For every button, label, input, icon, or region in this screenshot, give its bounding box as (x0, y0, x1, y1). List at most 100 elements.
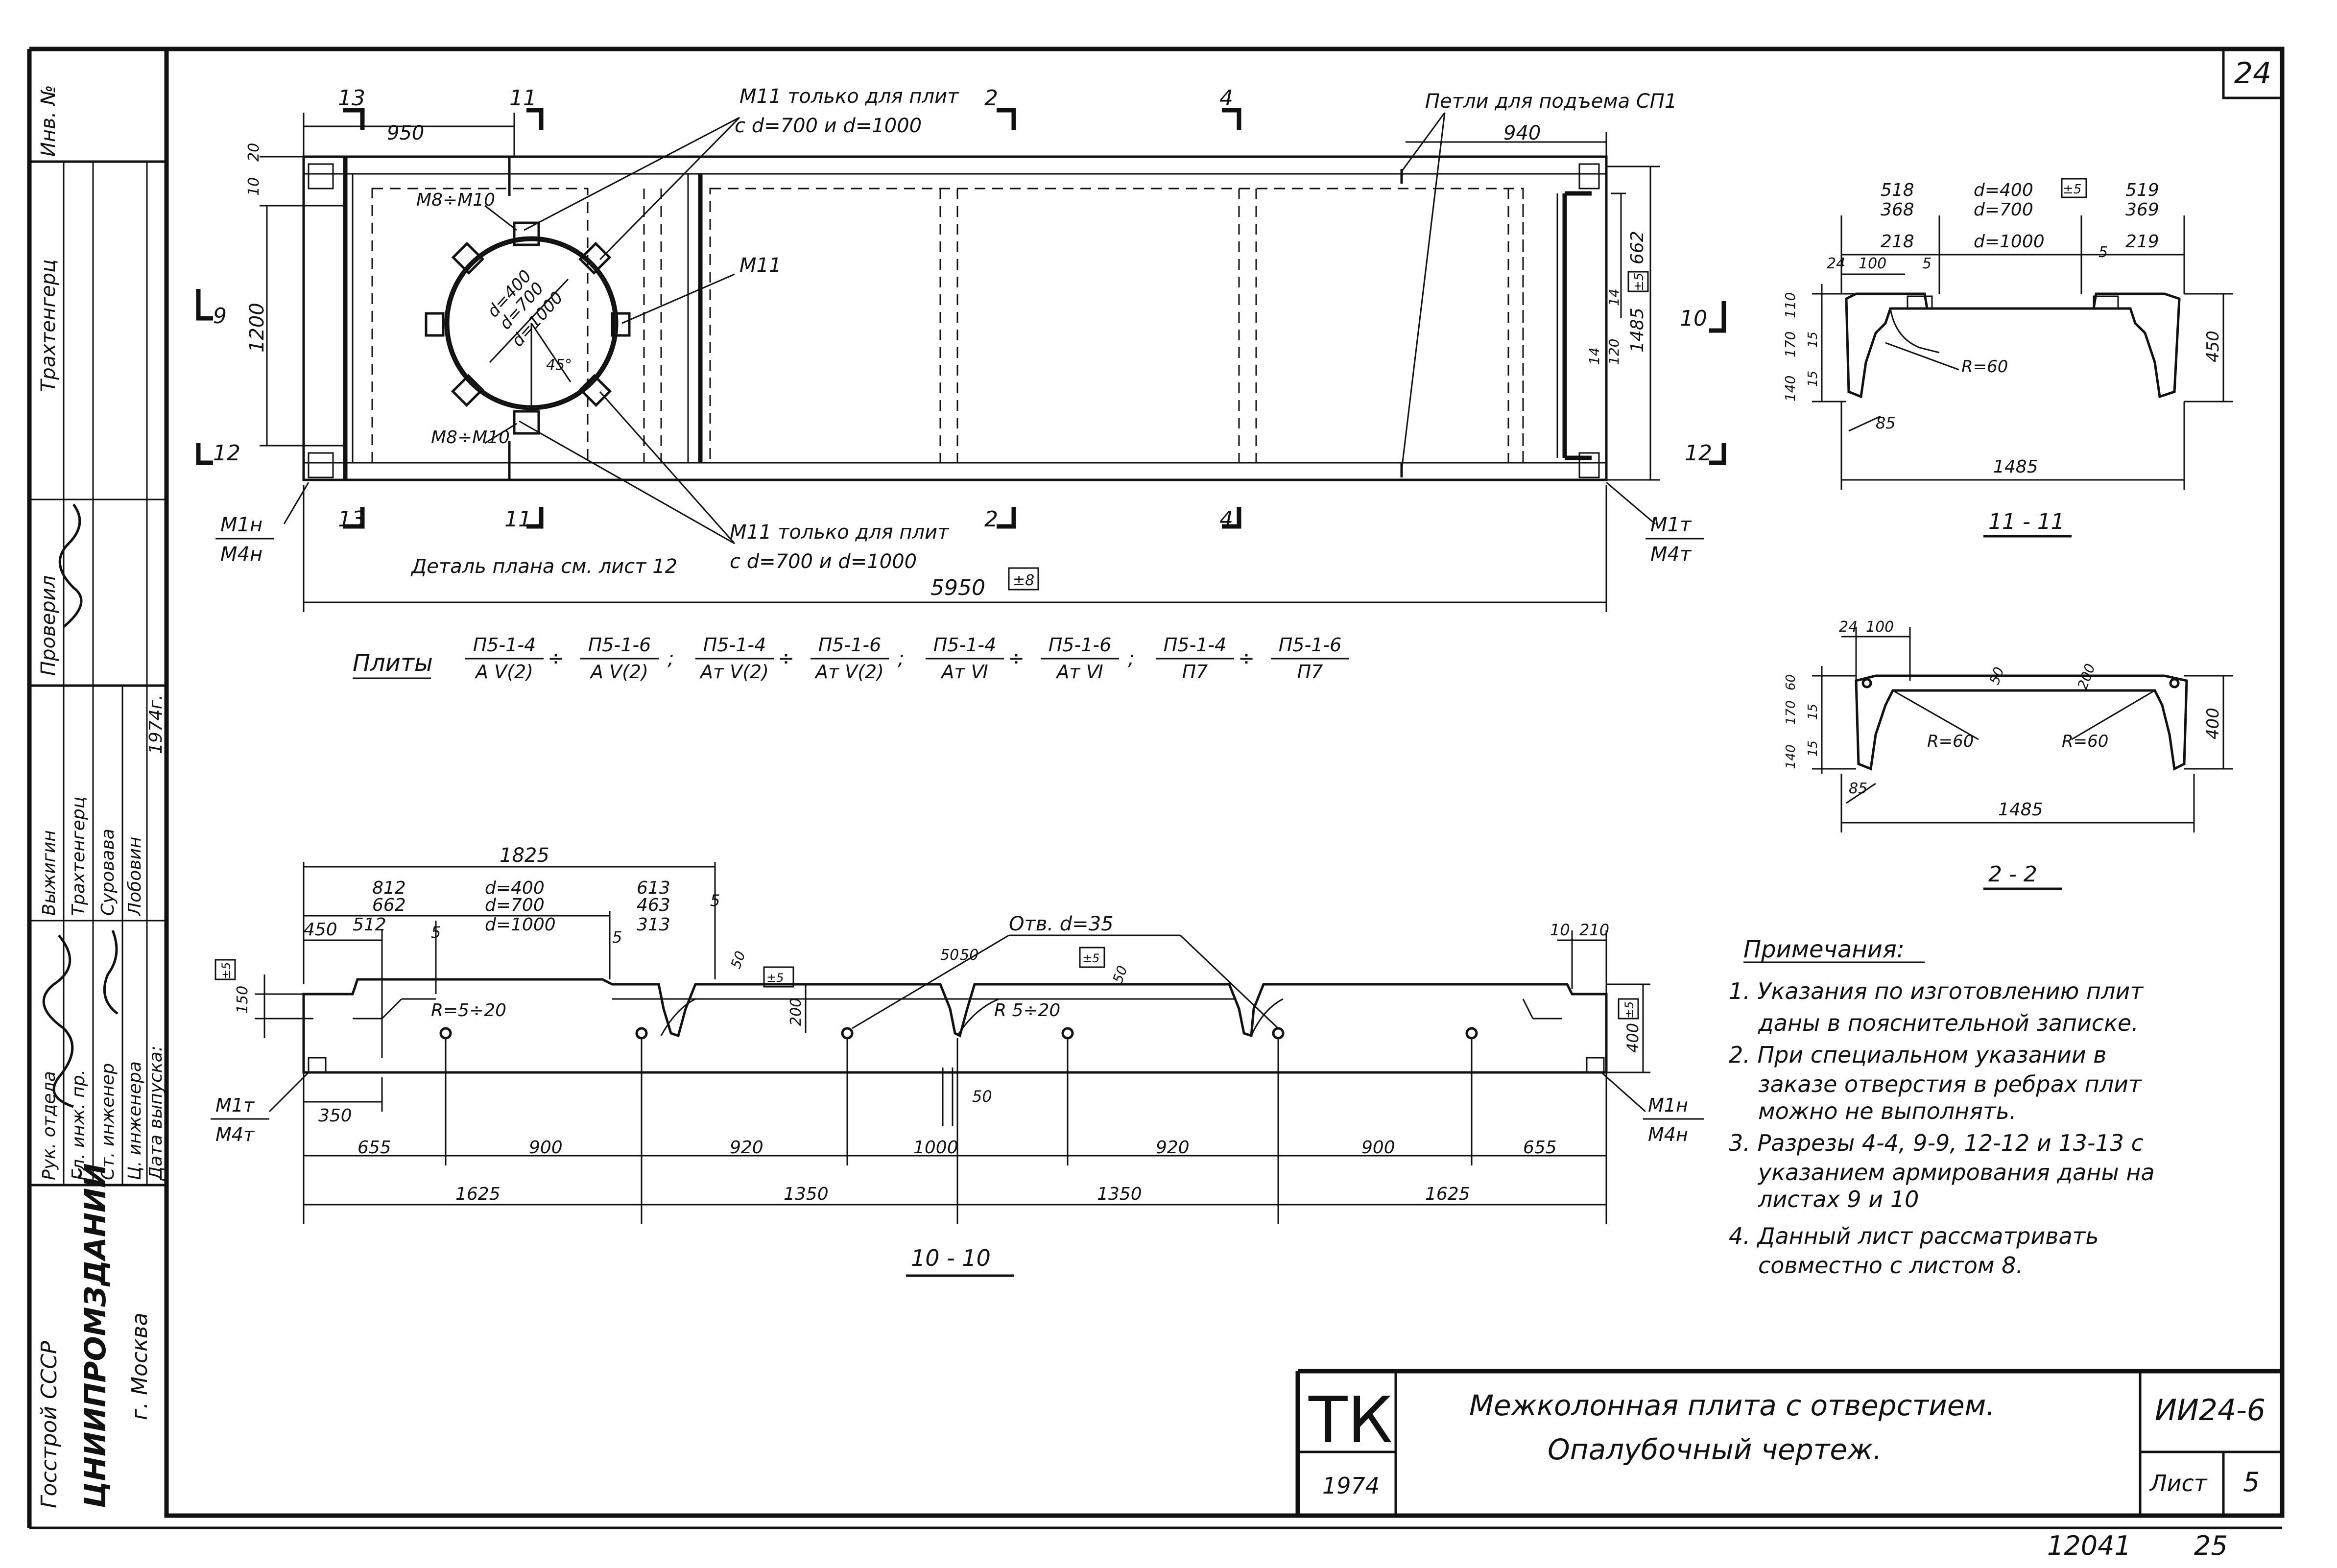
dim-5950: 5950 (930, 575, 985, 600)
section-11-bottom: 11 (504, 507, 532, 532)
s10-dim-50d: 50 (1110, 964, 1131, 986)
s10-dim-400: 400 (1623, 1023, 1642, 1053)
plate-fraction-separator: ; (898, 647, 904, 670)
page-number: 24 (2234, 56, 2271, 91)
s10-tol-mid2: ±5 (1082, 951, 1099, 965)
s11-radius: R=60 (1961, 357, 2008, 377)
note-line-4: заказе отверстия в ребрах плит (1758, 1071, 2142, 1097)
s2-dim-50: 50 (1986, 665, 2007, 687)
inventory-label: Инв. № (37, 85, 60, 157)
series-year: 1974 (1322, 1473, 1380, 1499)
s10-dim-50: 50 (972, 1087, 992, 1106)
note-line-9: 4. Данный лист рассматривать (1729, 1223, 2099, 1249)
plate-fraction-separator: ÷ (778, 647, 794, 670)
s10-chain2-1350b: 1350 (1097, 1184, 1142, 1204)
s10-dim-463: 463 (637, 895, 670, 915)
section-2-bottom: 2 (984, 507, 998, 532)
mark-m4t-right: М4т (1650, 543, 1692, 566)
plate-fraction-denominator: А Ⅴ(2) (474, 661, 533, 683)
s10-chain2-1350a: 1350 (784, 1184, 829, 1204)
s10-dim-50a: 50 (728, 949, 749, 971)
s11-dim-519: 519 (2125, 180, 2159, 200)
note-line-3: 2. При специальном указании в (1729, 1042, 2106, 1068)
callout-detail: Деталь плана см. лист 12 (410, 555, 677, 578)
plate-fraction-numerator: П5-1-4 (1164, 634, 1227, 656)
s11-d700: d=700 (1974, 200, 2033, 220)
s2-h15a: 15 (1806, 704, 1820, 720)
section-13-bottom: 13 (338, 507, 365, 532)
callout-loops: Петли для подъема СП1 (1425, 90, 1677, 113)
plate-fraction-numerator: П5-1-6 (1049, 634, 1112, 656)
stamp-person-1: Выжигин (39, 830, 59, 916)
s11-dim-219: 219 (2125, 232, 2159, 252)
s2-height: 400 (2203, 708, 2223, 739)
note-line-2: даны в пояснительной записке. (1758, 1010, 2139, 1036)
plate-fraction-denominator: Ат Ⅴ(2) (699, 661, 769, 683)
section-10-right: 10 (1680, 306, 1707, 331)
s11-h15a: 15 (1806, 332, 1820, 348)
plate-fraction-numerator: П5-1-6 (588, 634, 651, 656)
section-cut-markers (196, 108, 1726, 529)
plate-fraction-numerator: П5-1-4 (703, 634, 766, 656)
s11-dim-369: 369 (2125, 200, 2159, 220)
section-10-10: 1825 812 662 450 512 d=400 d=700 d=1000 … (211, 844, 1704, 1277)
section-2-2: 24 100 50 200 60 170 140 15 15 R=60 R=60… (1784, 618, 2233, 890)
stamp-role-engineer: Ц. инженера (125, 1061, 145, 1180)
org-line-3: г. Москва (127, 1312, 152, 1420)
note-line-8: листах 9 и 10 (1758, 1186, 1919, 1212)
s2-dim-200: 200 (2075, 662, 2099, 692)
plate-fraction-numerator: П5-1-6 (818, 634, 882, 656)
notes-heading: Примечания: (1743, 936, 1905, 963)
mark-m1t-right: М1т (1650, 514, 1692, 536)
dim-20: 20 (245, 143, 262, 162)
sheet-number: 5 (2243, 1467, 2260, 1497)
note-line-6: 3. Разрезы 4-4, 9-9, 12-12 и 13-13 с (1729, 1130, 2144, 1156)
s10-chain1-655b: 655 (1523, 1138, 1557, 1158)
s10-dim-313: 313 (637, 915, 670, 935)
s10-mark-m1n: М1н (1648, 1094, 1688, 1116)
s11-d1000: d=1000 (1974, 232, 2045, 252)
stamp-year: 1974г. (146, 694, 166, 754)
s11-dim-218: 218 (1881, 232, 1914, 252)
stamp-role-head: Рук. отдела (39, 1071, 59, 1180)
s10-dim-512: 512 (353, 915, 386, 935)
callout-m11-bottom-sub: с d=700 и d=1000 (730, 550, 917, 573)
s10-dim-5c: 5 (710, 891, 720, 910)
plate-fraction-denominator: Ат Ⅴ(2) (814, 661, 884, 683)
s11-dim-5: 5 (1922, 255, 1932, 272)
plate-fraction-denominator: Ат Ⅵ (1055, 661, 1103, 683)
s11-height: 450 (2203, 331, 2223, 362)
stamp-role-chief: Гл. инж. пр. (69, 1069, 89, 1180)
callout-m11-bottom: М11 только для плит (730, 521, 950, 544)
s10-dim-200: 200 (787, 998, 805, 1026)
notes: Примечания: 1. Указания по изготовлению … (1729, 936, 2155, 1279)
sheet-label: Лист (2149, 1470, 2208, 1497)
s11-h110: 110 (1782, 292, 1798, 318)
stamp-name-top: Трахтенгерц (37, 260, 60, 392)
callout-m11-top: М11 только для плит (739, 85, 959, 108)
s10-dim-812: 812 (372, 878, 406, 898)
plate-fraction-numerator: П5-1-6 (1279, 634, 1342, 656)
series-letters: ТК (1308, 1383, 1393, 1457)
s2-h140: 140 (1784, 744, 1798, 769)
s10-dim-50b: 50 (940, 947, 959, 964)
title-block: ТК 1974 Межколонная плита с отверстием. … (1295, 1369, 2282, 1516)
section-11-11: 518 368 218 d=400 d=700 d=1000 ±5 519 36… (1782, 178, 2233, 538)
signature-3 (103, 930, 119, 1015)
dim-14: 14 (1606, 288, 1622, 306)
section-4-top: 4 (1219, 86, 1233, 111)
s2-h60: 60 (1784, 674, 1798, 690)
s10-tol-left: ±5 (219, 962, 233, 979)
sheet-frame (27, 47, 2285, 1529)
s2-radius-left: R=60 (1927, 732, 1974, 751)
dim-10: 10 (245, 177, 262, 196)
plate-fraction-denominator: А Ⅴ(2) (589, 661, 648, 683)
s11-h140: 140 (1782, 376, 1798, 402)
callout-m11: М11 (739, 254, 781, 277)
s10-radius-left: R=5÷20 (431, 1000, 506, 1021)
mark-m4n-left: М4н (220, 543, 262, 566)
plate-fraction-denominator: П7 (1182, 661, 1208, 683)
page-number-box: 24 (2222, 48, 2284, 99)
s10-chain1-900a: 900 (529, 1138, 563, 1158)
stamp-person-2: Трахтенгерц (69, 797, 89, 916)
